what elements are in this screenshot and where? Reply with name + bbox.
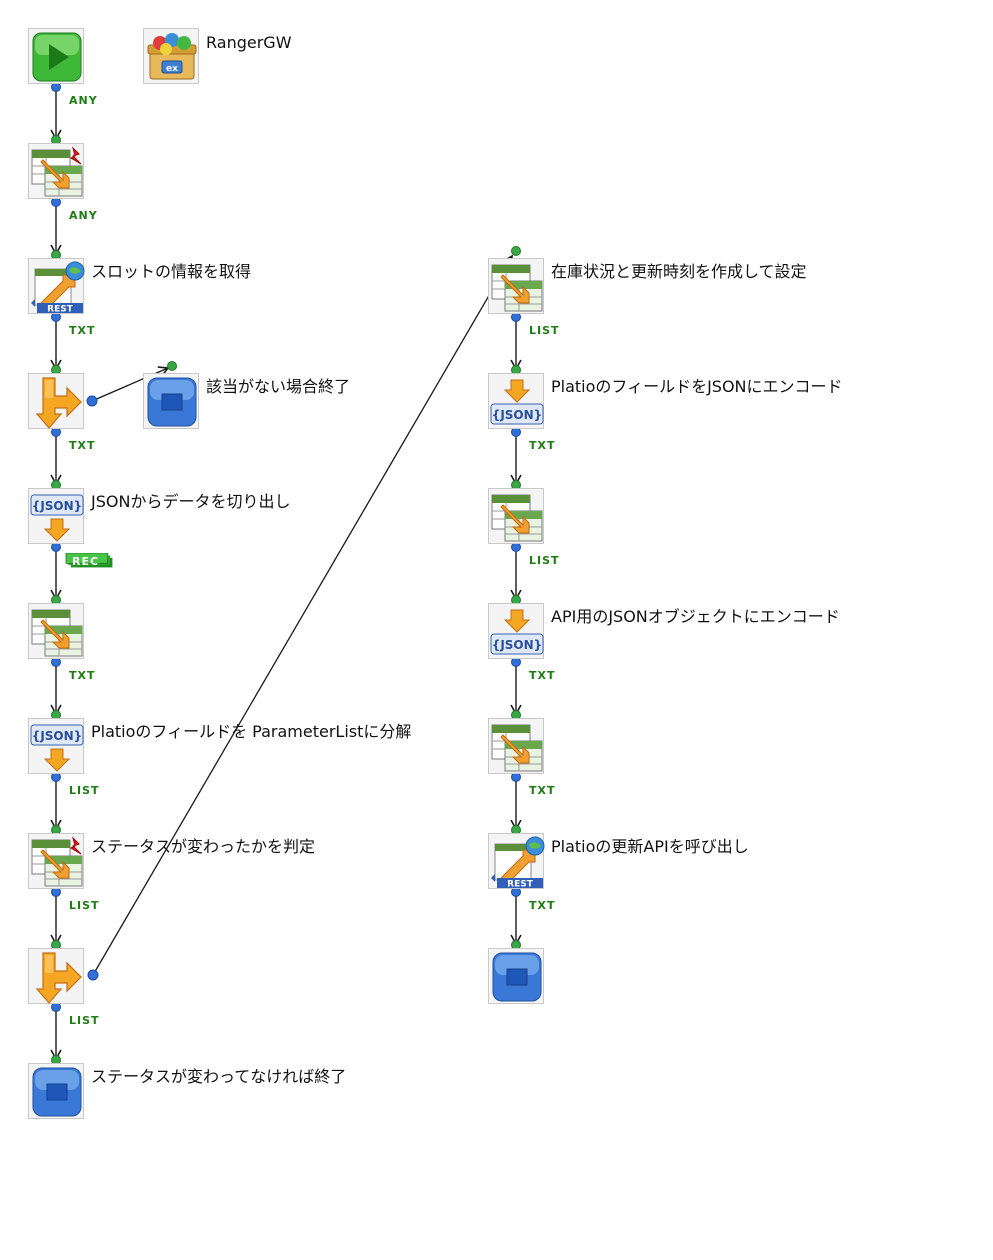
wire-branch2-mapper3 <box>92 255 513 976</box>
rest-icon[interactable]: REST <box>488 833 545 890</box>
start-play-icon[interactable] <box>28 28 84 84</box>
port-label-txt-3: TXT <box>69 669 96 682</box>
branch-icon[interactable] <box>28 948 84 1004</box>
end-icon[interactable] <box>488 948 544 1004</box>
port-label-r-txt-1: TXT <box>529 439 556 452</box>
port-label-any-2: ANY <box>69 209 98 222</box>
json-icon[interactable]: {JSON} <box>28 718 84 774</box>
mapper-icon[interactable] <box>28 603 84 659</box>
node-label-rangergw: RangerGW <box>206 33 292 52</box>
svg-text:{JSON}: {JSON} <box>492 638 542 652</box>
end-icon[interactable] <box>28 1063 84 1119</box>
node-label-json-enc2: API用のJSONオブジェクトにエンコード <box>551 607 840 626</box>
port-label-r-txt-3: TXT <box>529 784 556 797</box>
in-port-mapper3 <box>511 246 521 256</box>
in-port-end1 <box>167 361 177 371</box>
port-label-list-2: LIST <box>69 899 100 912</box>
mapper-icon[interactable] <box>488 488 544 544</box>
port-label-rec: REC <box>72 555 100 568</box>
svg-text:{JSON}: {JSON} <box>32 729 82 743</box>
node-label-judge: ステータスが変わったかを判定 <box>91 837 316 856</box>
node-label-rest-put: Platioの更新APIを呼び出し <box>551 837 749 856</box>
end-icon[interactable] <box>143 373 199 429</box>
mapper-icon[interactable] <box>28 833 84 889</box>
json-icon[interactable]: {JSON} <box>488 373 544 429</box>
node-label-end2: ステータスが変わってなければ終了 <box>91 1067 347 1086</box>
out-port-branch2 <box>87 969 99 981</box>
svg-text:{JSON}: {JSON} <box>492 408 542 422</box>
port-label-r-list-1: LIST <box>529 324 560 337</box>
port-label-any-1: ANY <box>69 94 98 107</box>
node-label-mapper3: 在庫状況と更新時刻を作成して設定 <box>551 262 807 281</box>
port-label-txt-2: TXT <box>69 439 96 452</box>
port-label-r-txt-4: TXT <box>529 899 556 912</box>
toolbox-icon[interactable]: ex <box>143 28 199 84</box>
json-icon[interactable]: {JSON} <box>28 488 84 544</box>
port-label-r-txt-2: TXT <box>529 669 556 682</box>
branch-icon[interactable] <box>28 373 84 429</box>
node-label-rest-get: スロットの情報を取得 <box>91 262 252 281</box>
svg-text:{JSON}: {JSON} <box>32 499 82 513</box>
svg-text:ex: ex <box>166 64 178 74</box>
node-label-json-enc1: PlatioのフィールドをJSONにエンコード <box>551 377 843 396</box>
node-label-json-split: Platioのフィールドを ParameterListに分解 <box>91 722 412 741</box>
port-label-r-list-2: LIST <box>529 554 560 567</box>
port-label-txt-1: TXT <box>69 324 96 337</box>
out-port-branch1 <box>86 395 98 407</box>
port-label-list-1: LIST <box>69 784 100 797</box>
json-icon[interactable]: {JSON} <box>488 603 544 659</box>
svg-text:REST: REST <box>47 305 74 315</box>
mapper-icon[interactable] <box>28 143 84 199</box>
node-label-end1: 該当がない場合終了 <box>206 377 351 396</box>
rec-badge-icon <box>65 553 113 568</box>
node-label-json-decode: JSONからデータを切り出し <box>91 492 291 511</box>
rest-icon[interactable]: REST <box>28 258 85 315</box>
port-label-list-3: LIST <box>69 1014 100 1027</box>
mapper-icon[interactable] <box>488 718 544 774</box>
svg-text:REST: REST <box>507 880 534 890</box>
mapper-icon[interactable] <box>488 258 544 314</box>
